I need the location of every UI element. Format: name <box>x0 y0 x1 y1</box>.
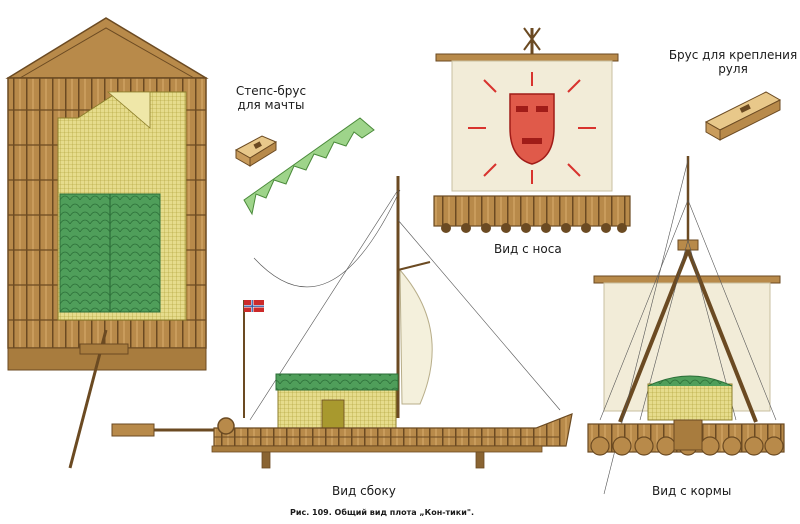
rudder-beam <box>704 91 782 141</box>
bow-view-label: Вид с носа <box>494 242 562 256</box>
raft-bow-view <box>433 27 631 233</box>
rudder-brus-label: Брус для крепления руля <box>668 48 798 76</box>
raft-stern-view <box>587 156 785 495</box>
mast-step-beam <box>234 135 278 167</box>
figure-caption: Рис. 109. Общий вид плота „Кон-тики". <box>290 508 475 517</box>
leaf-cutout <box>243 117 375 216</box>
rudder-brus-line1: Брус для крепления <box>668 48 798 62</box>
steps-brus-label: Степс-брус для мачты <box>228 84 314 112</box>
side-view-label: Вид сбоку <box>332 484 396 498</box>
steps-brus-line2: для мачты <box>237 98 305 112</box>
raft-side-view <box>111 176 573 469</box>
raft-top-view <box>5 17 209 469</box>
steps-brus-line1: Степс-брус <box>235 84 307 98</box>
rudder-brus-line2: руля <box>718 62 748 76</box>
stern-view-label: Вид с кормы <box>652 484 732 498</box>
